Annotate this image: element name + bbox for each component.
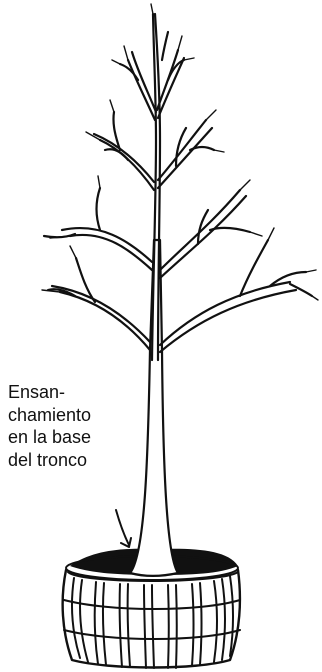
trunk-flare-label: Ensan- chamiento en la base del tronco — [8, 381, 91, 471]
basket-outline — [61, 568, 242, 669]
label-line: Ensan- — [8, 382, 66, 402]
basket — [61, 548, 242, 669]
label-line: del tronco — [8, 449, 88, 470]
basket-weave — [63, 575, 241, 669]
tree — [41, 3, 319, 578]
label-line: chamiento — [8, 404, 92, 425]
annotation-arrow — [115, 509, 132, 548]
tree-twigs — [41, 3, 319, 301]
tree-trunk — [128, 238, 180, 578]
label-line: en la base — [8, 427, 92, 447]
tree-branches — [42, 12, 314, 362]
